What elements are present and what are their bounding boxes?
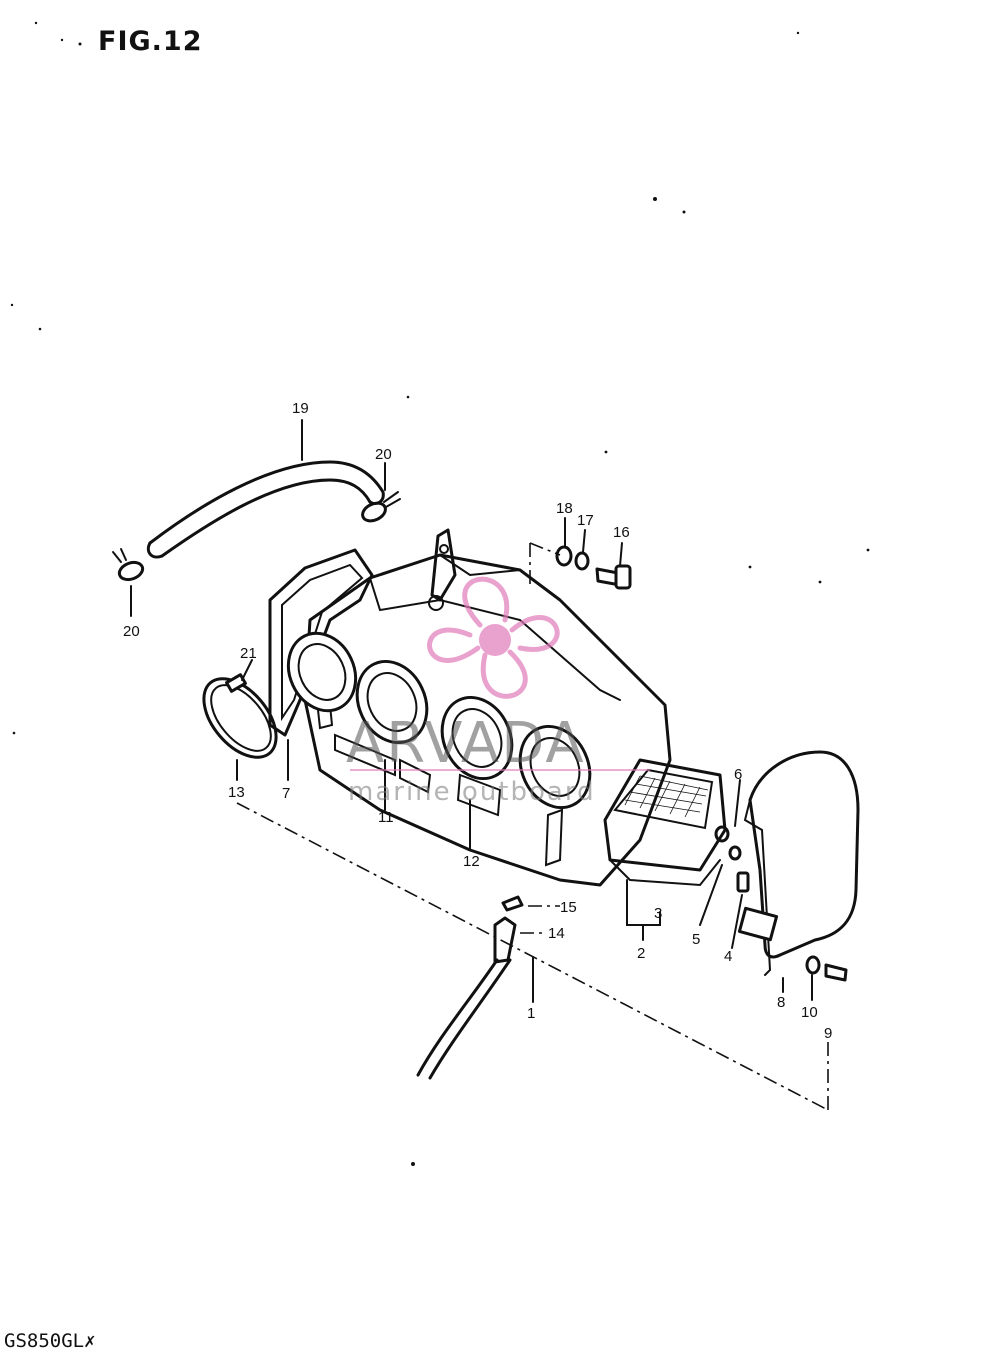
watermark-brand: ARVADA [346, 711, 586, 776]
intake-funnel-b-11[interactable] [344, 650, 439, 754]
callout-1: 1 [527, 1005, 535, 1022]
model-code: GS850GL✗ [4, 1330, 96, 1352]
callout-labels: 1 2 3 4 5 6 7 8 9 10 11 12 13 14 15 16 1… [123, 400, 832, 1042]
watermark-logo-icon [427, 576, 560, 699]
bolt-16[interactable] [595, 564, 632, 590]
hose-clip-20-left[interactable] [112, 548, 145, 583]
callout-19: 19 [292, 400, 309, 417]
callout-14: 14 [548, 925, 565, 942]
bolt-9[interactable] [824, 963, 848, 982]
washer-10[interactable] [805, 955, 821, 975]
fasteners [493, 545, 848, 982]
nut-5[interactable] [728, 845, 742, 861]
washer-18[interactable] [555, 545, 573, 567]
callout-20-right: 20 [375, 446, 392, 463]
hose-clip-20-right[interactable] [360, 491, 401, 524]
watermark-tagline: marine outboard [348, 777, 596, 807]
callout-10: 10 [801, 1004, 818, 1021]
intake-funnel-d[interactable] [507, 715, 602, 819]
callout-9: 9 [824, 1025, 832, 1042]
figure-title: FIG.12 [98, 26, 203, 57]
callout-11: 11 [378, 809, 394, 826]
watermark-text: ARVADA marine outboard [346, 711, 650, 807]
callout-21: 21 [240, 645, 257, 662]
callout-12: 12 [463, 853, 480, 870]
callout-3: 3 [654, 905, 662, 922]
cleaner-cover-8[interactable] [737, 750, 860, 976]
callout-17: 17 [577, 512, 594, 529]
callout-16: 16 [613, 524, 630, 541]
clamp-13[interactable] [190, 665, 291, 770]
drain-plug-14[interactable] [493, 916, 517, 964]
callout-15: 15 [560, 899, 577, 916]
intake-funnel-c-12[interactable] [429, 686, 524, 790]
callout-4: 4 [724, 948, 732, 965]
gasket-7[interactable] [268, 548, 374, 737]
callout-7: 7 [282, 785, 290, 802]
callout-13: 13 [228, 784, 245, 801]
filter-element-3[interactable] [603, 758, 727, 887]
intake-funnels [276, 622, 602, 819]
filter-mesh [624, 775, 709, 818]
breather-hose-19[interactable] [146, 460, 385, 559]
callout-8: 8 [777, 994, 785, 1011]
callout-5: 5 [692, 931, 700, 948]
clip-15[interactable] [501, 895, 524, 912]
intake-funnel-a[interactable] [276, 622, 368, 722]
callout-18: 18 [556, 500, 573, 517]
leader-lines [130, 419, 829, 1111]
callout-2: 2 [637, 945, 645, 962]
drain-hose[interactable] [416, 958, 512, 1080]
washer-17[interactable] [574, 551, 590, 571]
screw-4[interactable] [736, 871, 750, 893]
washer-6[interactable] [714, 825, 730, 843]
scan-specks [10, 21, 870, 1166]
air-cleaner-case-1[interactable] [303, 528, 672, 887]
callout-20-left: 20 [123, 623, 140, 640]
callout-6: 6 [734, 766, 742, 783]
